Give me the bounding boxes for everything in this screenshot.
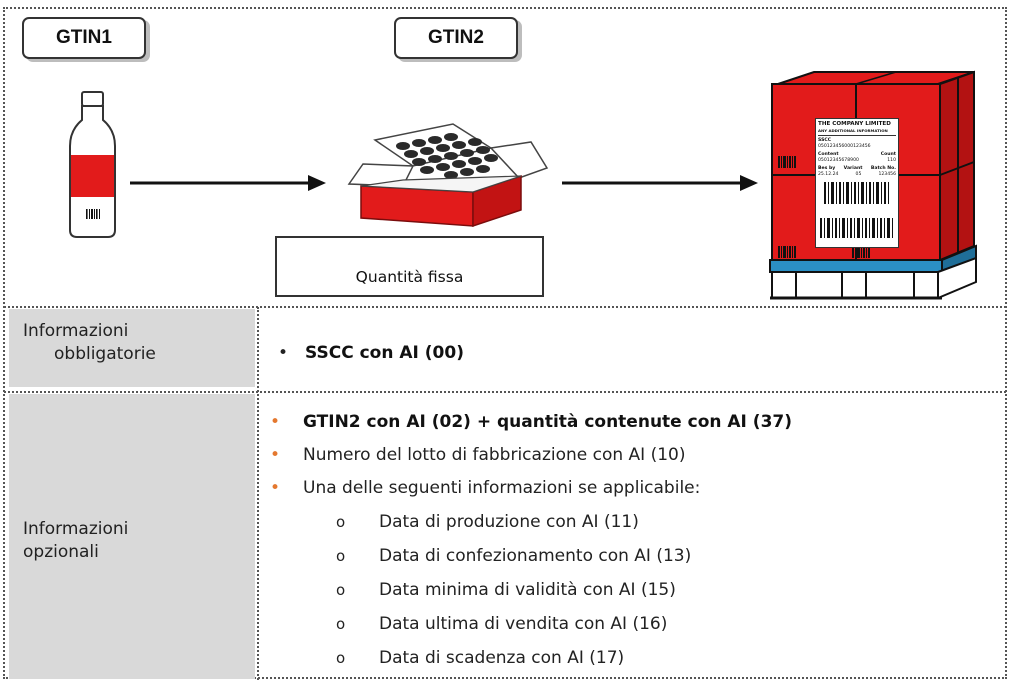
gtin1-tag: GTIN1: [22, 17, 146, 59]
divider-middle: [4, 391, 1006, 393]
label-bestby-title: Bes by: [818, 166, 836, 171]
barcode-icon: [820, 182, 893, 238]
label-count-value: 110: [887, 158, 896, 163]
gtin2-tag: GTIN2: [394, 17, 518, 59]
optional-sub-item-text: Data ultima di vendita con AI (16): [379, 614, 668, 634]
gtin1-label: GTIN1: [56, 27, 112, 48]
optional-item-text: Numero del lotto di fabbricazione con AI…: [303, 445, 686, 465]
mandatory-label-line2: obbligatorie: [54, 344, 156, 364]
arrow-icon: [130, 175, 326, 191]
bullet-icon: •: [278, 343, 289, 363]
barcode-icon: [86, 209, 100, 219]
pallet-icon: THE COMPANY LIMITED ANY ADDITIONAL INFOR…: [768, 70, 1000, 302]
optional-info-label: Informazioni opzionali: [9, 394, 255, 679]
mandatory-item-text: SSCC con AI (00): [305, 343, 464, 363]
divider-top: [4, 306, 1006, 308]
case-icon: [347, 123, 549, 228]
label-variant-title: Variant: [843, 166, 863, 171]
label-content-title: Content: [818, 152, 839, 157]
optional-label-line1: Informazioni: [23, 519, 129, 539]
bullet-icon: •: [270, 478, 281, 498]
circle-bullet-icon: o: [336, 581, 346, 599]
arrow-icon: [562, 175, 758, 191]
optional-item-text: GTIN2 con AI (02) + quantità contenute c…: [303, 412, 792, 432]
circle-bullet-icon: o: [336, 615, 346, 633]
diagram-frame: [3, 7, 1007, 679]
optional-sub-item-text: Data di produzione con AI (11): [379, 512, 639, 532]
label-batch-value: 123456: [878, 172, 896, 177]
circle-bullet-icon: o: [336, 649, 346, 667]
label-batch-title: Batch No.: [870, 166, 896, 171]
optional-sub-item-text: Data di confezionamento con AI (13): [379, 546, 692, 566]
optional-sub-item-text: Data minima di validità con AI (15): [379, 580, 676, 600]
label-sscc-value: 050123456000123456: [818, 144, 871, 149]
label-sscc-title: SSCC: [818, 138, 832, 143]
bottle-icon: [69, 91, 116, 238]
label-variant-value: 05: [855, 172, 862, 177]
optional-sub-item-text: Data di scadenza con AI (17): [379, 648, 625, 668]
label-count-title: Count: [880, 152, 896, 157]
gtin2-label: GTIN2: [428, 27, 484, 48]
fixed-quantity-box: Quantità fissa: [275, 236, 544, 297]
circle-bullet-icon: o: [336, 513, 346, 531]
mandatory-info-label: Informazioni obbligatorie: [9, 309, 255, 387]
label-subtitle: ANY ADDITIONAL INFORMATION: [818, 128, 896, 136]
optional-label-line2: opzionali: [23, 542, 99, 562]
label-company: THE COMPANY LIMITED: [818, 121, 891, 127]
bullet-icon: •: [270, 412, 281, 432]
circle-bullet-icon: o: [336, 547, 346, 565]
label-bestby-value: 25.12.24: [818, 172, 839, 177]
bullet-icon: •: [270, 445, 281, 465]
label-content-value: 05012345678900: [818, 158, 859, 163]
divider-vertical: [257, 307, 259, 680]
optional-item-text: Una delle seguenti informazioni se appli…: [303, 478, 701, 498]
mandatory-label-line1: Informazioni: [23, 321, 129, 341]
fixed-quantity-label: Quantità fissa: [355, 268, 464, 286]
